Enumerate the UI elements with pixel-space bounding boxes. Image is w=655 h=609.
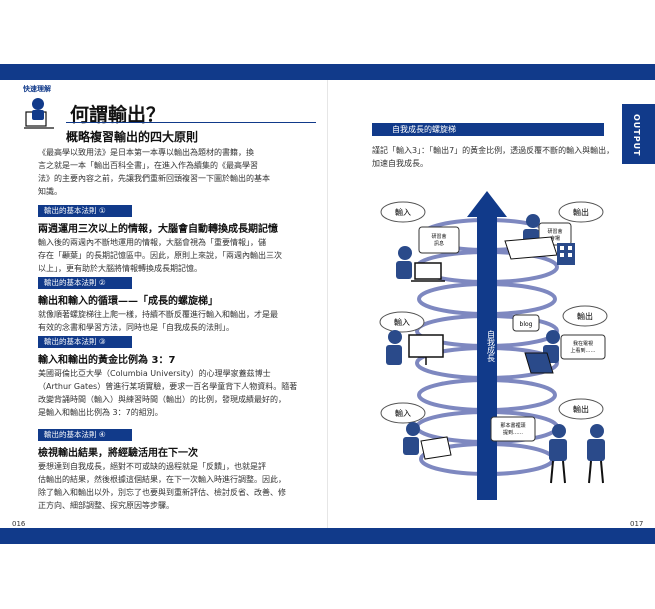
bubble-book-text: 那本書裡頭提到…… <box>500 422 525 436</box>
page-gutter <box>327 80 328 528</box>
body-line: （Arthur Gates）曾進行某項實驗，要求一百名學童背下人物資料。隨著 <box>38 382 298 391</box>
body-line: 美國哥倫比亞大學（Columbia University）的心理學家蓋茲博士 <box>38 369 271 378</box>
title-underline <box>66 122 316 123</box>
intro-line: 言之就是一本「輸出百科全書」，在進入作為續集的《最高學習 <box>38 161 258 170</box>
bubble-blog-text: blog <box>520 321 533 328</box>
bubble-tv-text: 我在電視上看到…… <box>570 340 595 354</box>
body-line: 是輸入和輸出比例為 3：7的組別。 <box>38 408 163 417</box>
body-line: 有效的念書和學習方法，同時也是「自我成長的法則」。 <box>38 323 234 332</box>
page-title: 何謂輸出？ <box>70 104 166 126</box>
input-label-oval-bottom <box>380 402 426 424</box>
person-at-laptop-top <box>396 246 445 282</box>
body-line: 要想達到自我成長，絕對不可或缺的過程就是「反饋」，也就是評 <box>38 462 266 471</box>
output-label-oval-top <box>558 201 604 223</box>
body-line: 輸入後的兩週內不斷地運用的情報，大腦會視為「重要情報」，儲 <box>38 238 266 247</box>
bubble-seminar-info-text: 研習會訊息 <box>431 233 446 247</box>
law-1-body: 輸入後的兩週內不斷地運用的情報，大腦會視為「重要情報」，儲 存在「顳葉」的長期記… <box>38 236 314 275</box>
body-line: 改變背誦時間（輸入）與練習時間（輸出）的比例，發現成績最好的， <box>38 395 286 404</box>
law-1-heading: 兩週運用三次以上的情報，大腦會自動轉換成長期記憶 <box>38 224 278 235</box>
input-label-mid: 輸入 <box>394 317 410 327</box>
two-people-talking <box>549 424 605 484</box>
quick-understanding-badge: 快速理解 <box>14 84 60 136</box>
body-line: 以上」，更有助於大腦將情報轉換成長期記憶。 <box>38 264 202 273</box>
bubble-blog <box>512 314 540 332</box>
body-line: 除了輸入和輸出以外，別忘了也要與到重新評估、檢討反省、改善、修 <box>38 488 286 497</box>
law-2-heading: 輸出和輸入的循環——「成長的螺旋梯」 <box>38 296 218 307</box>
output-label-top: 輸出 <box>573 207 589 217</box>
input-label-bottom: 輸入 <box>395 408 411 418</box>
lead-line: 謹記「輸入3」：「輸出7」的黃金比例，透過反覆不斷的輸入與輸出， <box>372 146 615 155</box>
bubble-book <box>490 416 536 442</box>
input-label-oval-top <box>380 201 426 223</box>
person-reading-book <box>403 422 452 460</box>
intro-line: 知識。 <box>38 187 62 196</box>
person-writing-top <box>504 214 558 260</box>
intro-paragraph: 《最高學以致用法》是日本第一本專以輸出為題材的書籍，換 言之就是一本「輸出百科全… <box>38 146 314 198</box>
growth-spiral-diagram: 自我成長 輸入 輸出 輸入 輸出 輸入 輸出 研習會訊息 研習會會場 blog … <box>379 191 608 500</box>
right-page-number: 017 <box>630 520 644 528</box>
left-page-number: 016 <box>12 520 26 528</box>
section-label: 自我成長的螺旋梯 <box>372 123 604 136</box>
lead-line: 加速自我成長。 <box>372 159 428 168</box>
building-icon <box>557 243 575 265</box>
law-4-heading: 檢視輸出結果，將經驗活用在下一次 <box>38 448 198 459</box>
output-label-oval-bottom <box>558 398 604 420</box>
lead-paragraph: 謹記「輸入3」：「輸出7」的黃金比例，透過反覆不斷的輸入與輸出， 加速自我成長。 <box>372 144 622 170</box>
bottom-color-band <box>0 528 655 544</box>
law-4-body: 要想達到自我成長，絕對不可或缺的過程就是「反饋」，也就是評 估輸出的結果，然後根… <box>38 460 314 512</box>
input-label-top: 輸入 <box>395 207 411 217</box>
side-tab-label: OUTPUT <box>632 114 641 157</box>
page-subtitle: 概略複習輸出的四大原則 <box>66 130 199 144</box>
bubble-seminar-info <box>418 226 460 254</box>
body-line: 存在「顳葉」的長期記憶區中。因此，原則上來說，「兩週內輸出三次 <box>38 251 282 260</box>
output-label-bottom: 輸出 <box>573 404 589 414</box>
input-label-oval-mid <box>379 311 425 333</box>
law-2-label: 輸出的基本法則 ② <box>38 277 132 289</box>
law-3-heading: 輸入和輸出的黃金比例為 3：7 <box>38 355 176 366</box>
output-side-tab: OUTPUT <box>622 104 655 164</box>
law-4-label: 輸出的基本法則 ④ <box>38 429 132 441</box>
output-label-mid: 輸出 <box>577 311 593 321</box>
bubble-tv <box>560 334 606 360</box>
top-color-band <box>0 64 655 80</box>
output-label-oval-mid <box>562 305 608 327</box>
growth-arrow-label: 自我成長 <box>487 329 496 363</box>
law-2-body: 就像順著螺旋梯往上爬一樣，持續不斷反覆進行輸入和輸出，才是最 有效的念書和學習方… <box>38 308 314 334</box>
law-1-label: 輸出的基本法則 ① <box>38 205 132 217</box>
person-blogging <box>524 330 560 374</box>
reading-figure-icon <box>24 98 54 129</box>
body-line: 估輸出的結果，然後根據這個結果，在下一次輸入時進行調整。因此， <box>38 475 286 484</box>
body-line: 就像順著螺旋梯往上爬一樣，持續不斷反覆進行輸入和輸出，才是最 <box>38 310 278 319</box>
badge-label: 快速理解 <box>23 85 51 93</box>
person-watching-tv <box>386 330 444 365</box>
bubble-seminar-venue-text: 研習會會場 <box>547 228 562 242</box>
growth-arrow-head <box>467 191 507 217</box>
law-3-body: 美國哥倫比亞大學（Columbia University）的心理學家蓋茲博士 （… <box>38 367 314 419</box>
intro-line: 《最高學以致用法》是日本第一本專以輸出為題材的書籍，換 <box>38 148 254 157</box>
law-3-label: 輸出的基本法則 ③ <box>38 336 132 348</box>
body-line: 正方向、細部調整、探究原因等步驟。 <box>38 501 174 510</box>
intro-line: 法》的主要內容之前，先讓我們重新回頭複習一下圖於輸出的基本 <box>38 174 270 183</box>
